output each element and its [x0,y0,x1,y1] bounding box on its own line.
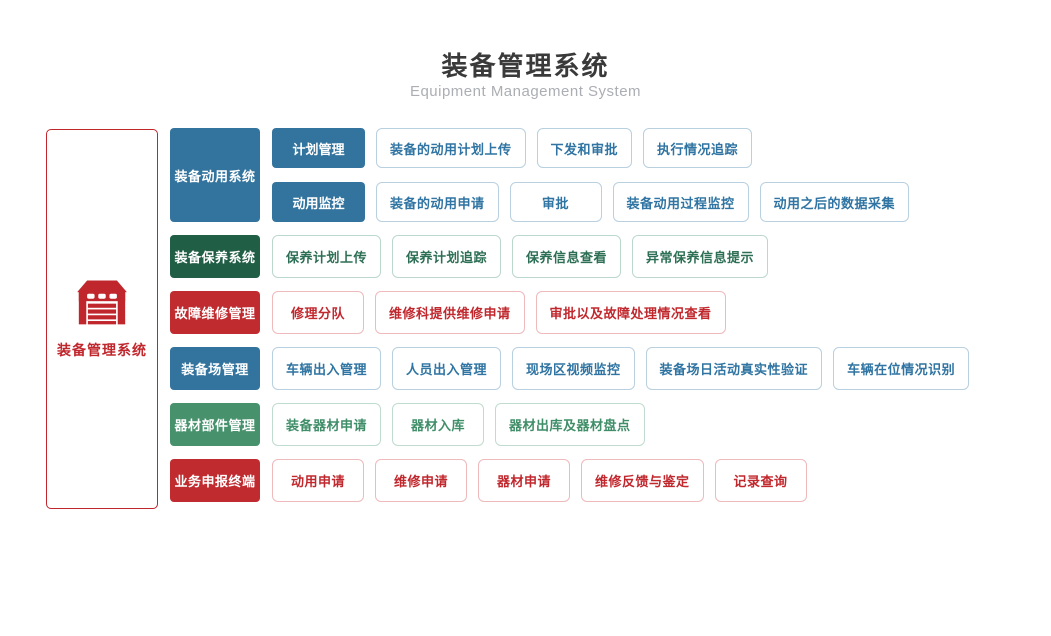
group-rows: 车辆出入管理人员出入管理现场区视频监控装备场日活动真实性验证车辆在位情况识别 [272,347,970,390]
group-rows: 计划管理装备的动用计划上传下发和审批执行情况追踪动用监控装备的动用申请审批装备动… [272,128,910,222]
page-subtitle: Equipment Management System [409,83,642,100]
category-equipment-mobilization-system: 装备动用系统 [170,128,260,222]
row: 装备器材申请器材入库器材出库及器材盘点 [272,403,645,446]
row: 车辆出入管理人员出入管理现场区视频监控装备场日活动真实性验证车辆在位情况识别 [272,347,970,390]
group-rows: 装备器材申请器材入库器材出库及器材盘点 [272,403,645,446]
leaf-item: 保养计划上传 [272,235,382,278]
category-fault-repair-management: 故障维修管理 [170,291,260,334]
page-title: 装备管理系统 [441,51,610,81]
leaf-item: 动用申请 [272,459,364,502]
group-business-declaration-terminal: 业务申报终端动用申请维修申请器材申请维修反馈与鉴定记录查询 [170,459,969,502]
root-node-equipment-management-system: 装备管理系统 [46,129,158,509]
row: 动用申请维修申请器材申请维修反馈与鉴定记录查询 [272,459,807,502]
group-rows: 保养计划上传保养计划追踪保养信息查看异常保养信息提示 [272,235,769,278]
leaf-item: 装备动用过程监控 [612,182,749,222]
category-equipment-yard-management: 装备场管理 [170,347,260,390]
leaf-item: 器材申请 [478,459,570,502]
leaf-item: 执行情况追踪 [643,128,753,168]
group-equipment-maintenance-system: 装备保养系统保养计划上传保养计划追踪保养信息查看异常保养信息提示 [170,235,969,278]
row: 计划管理装备的动用计划上传下发和审批执行情况追踪 [272,128,909,168]
leaf-item: 下发和审批 [536,128,633,168]
group-equipment-yard-management: 装备场管理车辆出入管理人员出入管理现场区视频监控装备场日活动真实性验证车辆在位情… [170,347,970,390]
leaf-item: 记录查询 [714,459,807,502]
leaf-item: 审批 [509,182,602,222]
leaf-item: 维修申请 [375,459,467,502]
leaf-item: 维修反馈与鉴定 [581,459,704,502]
leaf-item: 装备的动用申请 [376,182,499,222]
leaf-item: 器材出库及器材盘点 [495,403,645,446]
group-rows: 修理分队维修科提供维修申请审批以及故障处理情况查看 [272,291,726,334]
group-rows: 动用申请维修申请器材申请维修反馈与鉴定记录查询 [272,459,807,502]
leaf-item: 器材入库 [392,403,485,446]
group-materials-parts-management: 器材部件管理装备器材申请器材入库器材出库及器材盘点 [170,403,969,446]
subcategory-mobilization-monitoring: 动用监控 [272,182,365,222]
leaf-item: 装备器材申请 [272,403,382,446]
garage-icon [75,278,129,331]
group-equipment-mobilization-system: 装备动用系统计划管理装备的动用计划上传下发和审批执行情况追踪动用监控装备的动用申… [170,128,969,222]
row: 保养计划上传保养计划追踪保养信息查看异常保养信息提示 [272,235,769,278]
leaf-item: 人员出入管理 [392,347,502,390]
groups: 装备动用系统计划管理装备的动用计划上传下发和审批执行情况追踪动用监控装备的动用申… [170,128,970,502]
leaf-item: 装备场日活动真实性验证 [645,347,823,390]
leaf-item: 动用之后的数据采集 [759,182,910,222]
row: 修理分队维修科提供维修申请审批以及故障处理情况查看 [272,291,726,334]
leaf-item: 车辆在位情况识别 [833,347,970,390]
group-fault-repair-management: 故障维修管理修理分队维修科提供维修申请审批以及故障处理情况查看 [170,291,969,334]
leaf-item: 修理分队 [272,291,364,334]
row: 动用监控装备的动用申请审批装备动用过程监控动用之后的数据采集 [272,182,910,222]
root-node-label: 装备管理系统 [57,342,147,358]
leaf-item: 装备的动用计划上传 [376,128,526,168]
leaf-item: 维修科提供维修申请 [375,291,525,334]
leaf-item: 保养信息查看 [512,235,622,278]
subcategory-plan-management: 计划管理 [272,128,365,168]
category-business-declaration-terminal: 业务申报终端 [170,459,260,502]
category-materials-parts-management: 器材部件管理 [170,403,260,446]
leaf-item: 车辆出入管理 [272,347,382,390]
leaf-item: 审批以及故障处理情况查看 [535,291,726,334]
category-equipment-maintenance-system: 装备保养系统 [170,235,260,278]
leaf-item: 保养计划追踪 [392,235,502,278]
leaf-item: 异常保养信息提示 [632,235,769,278]
leaf-item: 现场区视频监控 [512,347,635,390]
